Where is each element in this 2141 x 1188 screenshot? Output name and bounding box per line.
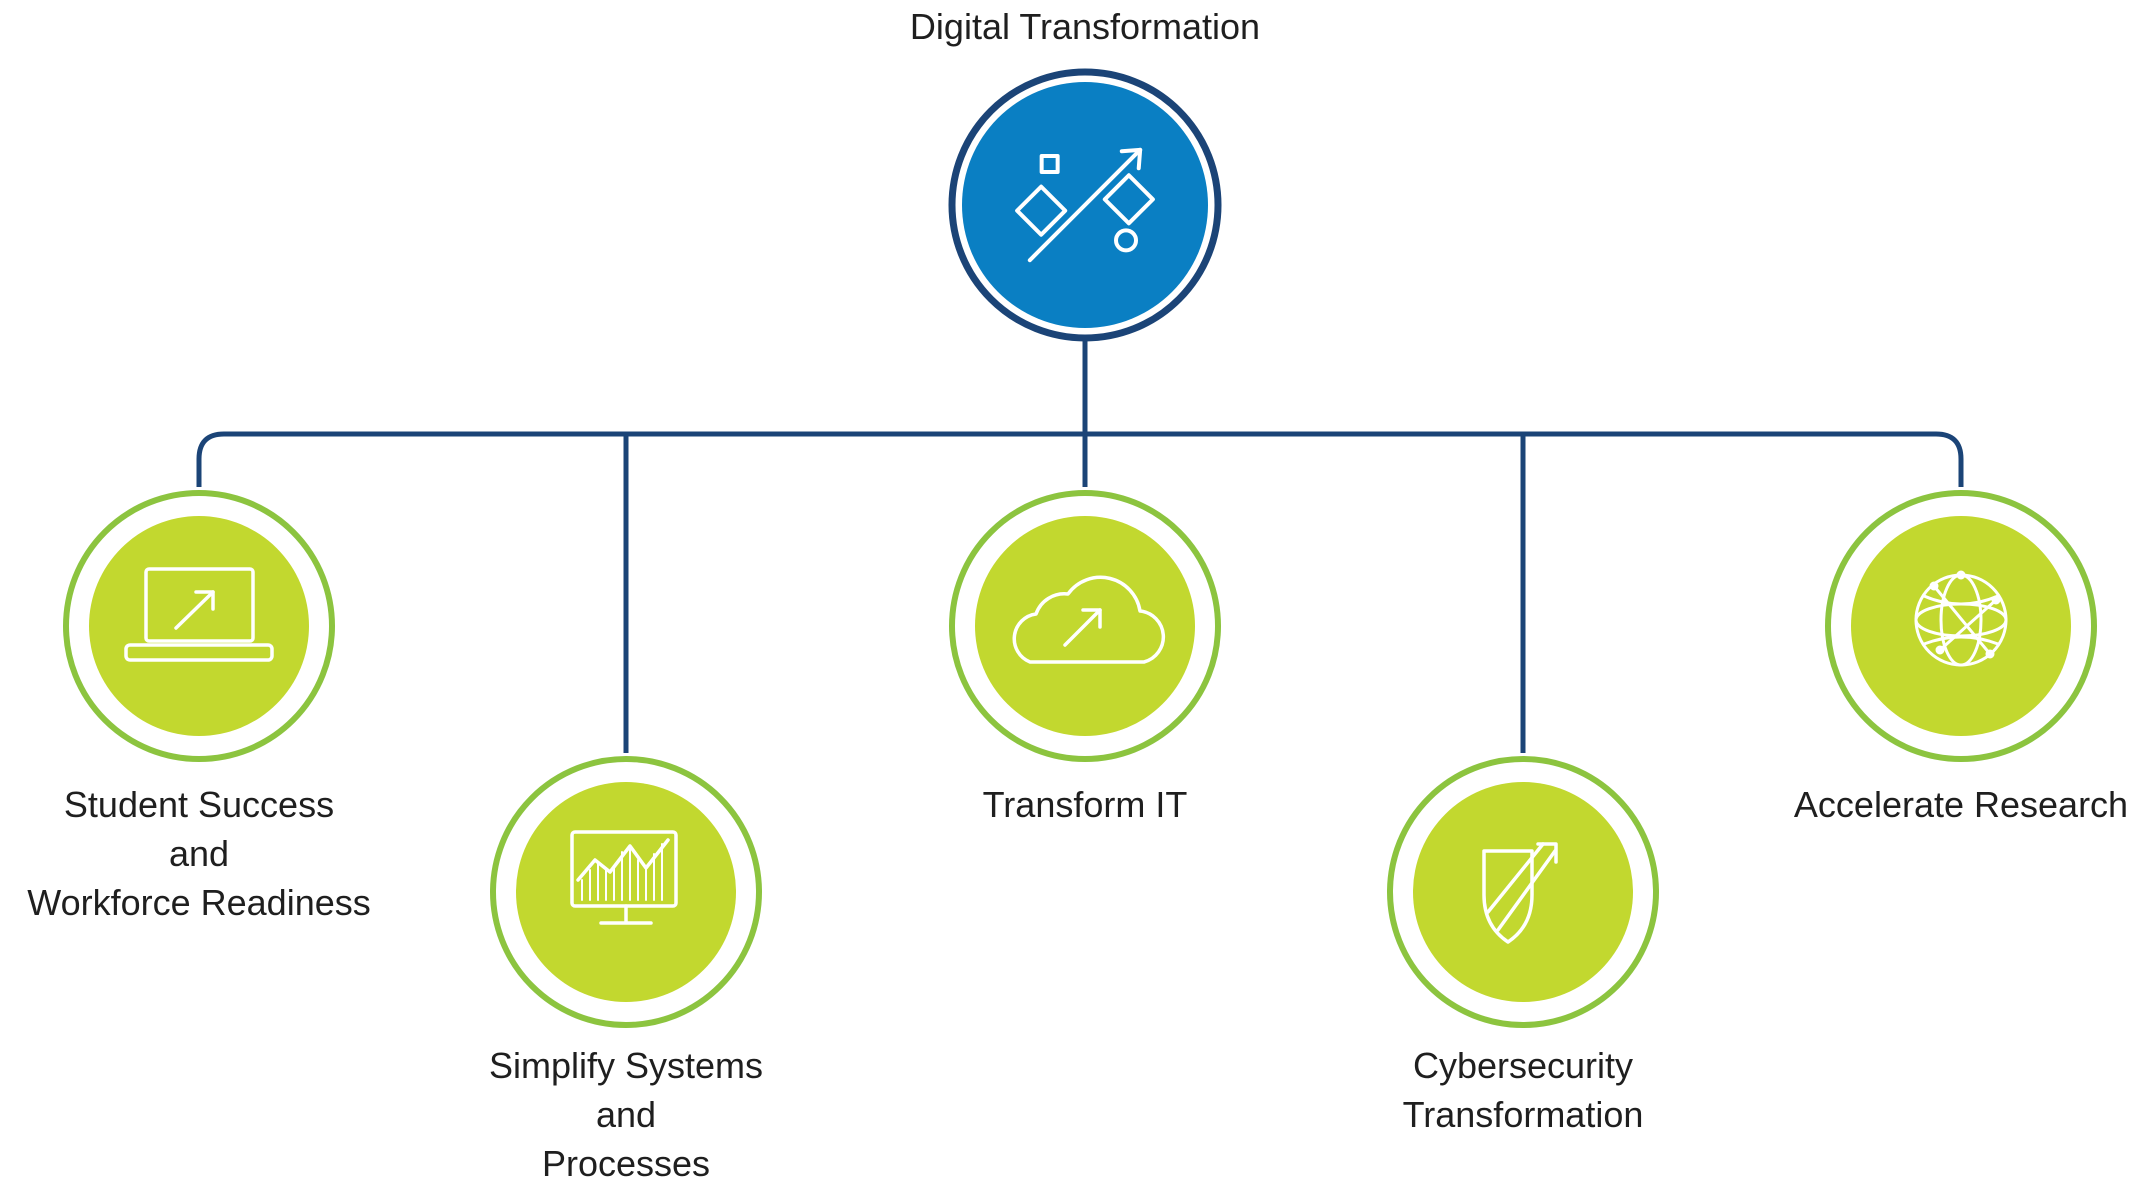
strategy-path-icon — [1015, 147, 1155, 263]
root-title: Digital Transformation — [909, 6, 1261, 47]
label-line: Cybersecurity — [1412, 1045, 1634, 1086]
label-line: Student Success — [63, 784, 335, 825]
leaf-label-transform-it: Transform IT — [983, 780, 1188, 829]
label-line: Transformation — [1402, 1094, 1644, 1135]
leaf-node-simplify-systems — [490, 756, 762, 1028]
label-line: and — [595, 1094, 657, 1135]
leaf-node-accelerate-research — [1825, 490, 2097, 762]
label-line: Accelerate Research — [1793, 784, 2129, 825]
laptop-arrow-icon — [124, 567, 274, 662]
label-line: Processes — [541, 1143, 711, 1184]
leaf-node-student-success — [63, 490, 335, 762]
leaf-node-cybersecurity — [1387, 756, 1659, 1028]
horizontal-bus-line — [196, 431, 1964, 487]
label-line: Simplify Systems — [488, 1045, 764, 1086]
label-line: and — [168, 833, 230, 874]
leaf-label-simplify-systems: Simplify Systems and Processes — [489, 1041, 763, 1188]
cloud-arrow-icon — [1012, 575, 1166, 664]
leaf-node-transform-it — [949, 490, 1221, 762]
label-line: Transform IT — [982, 784, 1188, 825]
leaf-label-accelerate-research: Accelerate Research — [1794, 780, 2128, 829]
label-line: Workforce Readiness — [27, 882, 371, 923]
root-node — [948, 68, 1222, 342]
leaf-label-cybersecurity: Cybersecurity Transformation — [1403, 1041, 1644, 1139]
shield-arrow-icon — [1482, 842, 1558, 944]
monitor-chart-icon — [570, 830, 678, 925]
leaf-label-student-success: Student Success and Workforce Readiness — [27, 780, 370, 927]
connector-lines — [196, 338, 1964, 753]
globe-network-icon — [1914, 570, 2008, 667]
